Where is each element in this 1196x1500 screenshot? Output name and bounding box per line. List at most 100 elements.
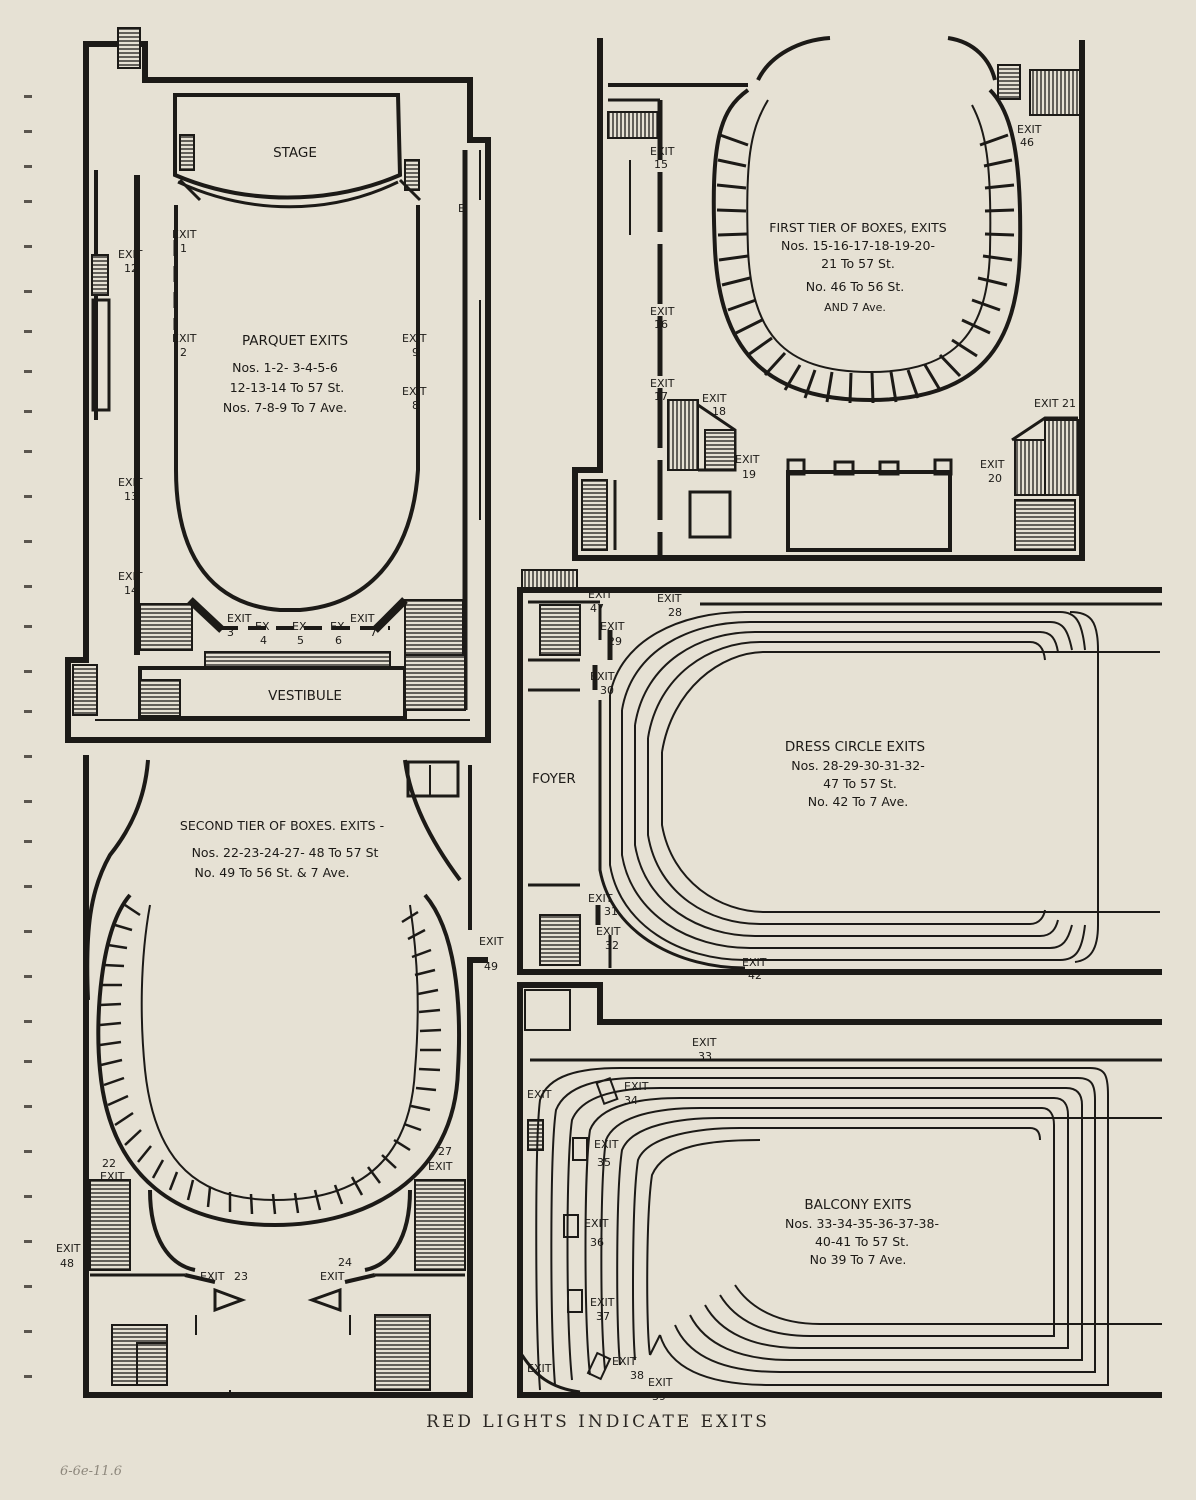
balcony-exit-bottom-label: EXIT — [527, 1362, 552, 1375]
exit-27-number: 27 — [438, 1145, 452, 1158]
exit-37-number: 37 — [596, 1310, 610, 1323]
exit-49-number: 49 — [484, 960, 498, 973]
exit-12-label: EXIT — [118, 248, 143, 261]
exit-31-label: EXIT — [588, 892, 613, 905]
dress-circle-plan — [517, 569, 1162, 975]
exit-15-number: 15 — [654, 158, 668, 171]
exit-37-label: EXIT — [590, 1296, 615, 1309]
parquet-line-2: 12-13-14 To 57 St. — [230, 380, 345, 395]
exit-47-label: EXIT — [588, 588, 613, 601]
first-tier-plan — [572, 36, 1085, 561]
exit-1-number: 1 — [180, 242, 187, 255]
exit-27-label: EXIT — [428, 1160, 453, 1173]
exit-13-label: EXIT — [118, 476, 143, 489]
parquet-title: PARQUET EXITS — [242, 333, 348, 349]
foyer-label: FOYER — [532, 771, 576, 787]
exit-32-label: EXIT — [596, 925, 621, 938]
exit-24-number: 24 — [338, 1256, 352, 1269]
first-tier-box-ticks — [716, 133, 1015, 404]
exit-22-label: EXIT — [100, 1170, 125, 1183]
exit-4-label: EX — [255, 620, 270, 633]
exit-46-label: EXIT — [1017, 123, 1042, 136]
exit-36-label: EXIT — [584, 1217, 609, 1230]
exit-35-label: EXIT — [594, 1138, 619, 1151]
exit-4-number: 4 — [260, 634, 267, 647]
vestibule-label: VESTIBULE — [268, 688, 342, 704]
exit-8-label: EXIT — [402, 385, 427, 398]
second-tier-labels: SECOND TIER OF BOXES. EXITS - Nos. 22-23… — [56, 818, 504, 1283]
exit-3-label: EXIT — [227, 612, 252, 625]
parquet-line-3: Nos. 7-8-9 To 7 Ave. — [223, 400, 347, 415]
exit-6-label: EX — [330, 620, 345, 633]
exit-32-number: 32 — [605, 939, 619, 952]
balcony-plan — [517, 982, 1162, 1398]
second-tier-box-ticks — [99, 903, 442, 1215]
exit-33-number: 33 — [698, 1050, 712, 1063]
exit-1-label: EXIT — [172, 228, 197, 241]
e-marker: E — [458, 202, 465, 215]
exit-42-number: 42 — [748, 969, 762, 982]
dress-circle-title: DRESS CIRCLE EXITS — [785, 739, 925, 755]
exit-29-number: 29 — [608, 635, 622, 648]
balcony-title: BALCONY EXITS — [804, 1197, 911, 1213]
exit-34-label: EXIT — [624, 1080, 649, 1093]
exit-31-number: 31 — [604, 905, 618, 918]
stage-label: STAGE — [273, 145, 317, 161]
exit-47-number: 47 — [590, 602, 604, 615]
exit-18-number: 18 — [712, 405, 726, 418]
parquet-labels: STAGE VESTIBULE PARQUET EXITS Nos. 1-2- … — [118, 145, 465, 704]
dress-circle-line-2: 47 To 57 St. — [823, 776, 897, 791]
first-tier-line-1: Nos. 15-16-17-18-19-20- — [781, 238, 935, 253]
exit-5-number: 5 — [297, 634, 304, 647]
balcony-labels: BALCONY EXITS Nos. 33-34-35-36-37-38- 40… — [527, 1036, 939, 1403]
exit-33-label: EXIT — [692, 1036, 717, 1049]
pencil-catalog-note: 6-6e-11.6 — [60, 1464, 122, 1479]
balcony-line-1: Nos. 33-34-35-36-37-38- — [785, 1216, 939, 1231]
exit-46-number: 46 — [1020, 136, 1034, 149]
exit-39-number: 39 — [652, 1390, 666, 1403]
exit-38-label: EXIT — [612, 1355, 637, 1368]
exit-2-number: 2 — [180, 346, 187, 359]
balcony-exit-top-label: EXIT — [527, 1088, 552, 1101]
exit-14-number: 14 — [124, 584, 138, 597]
exit-5-label: EX — [292, 620, 307, 633]
exit-21-label: EXIT — [1034, 397, 1059, 410]
exit-9-label: EXIT — [402, 332, 427, 345]
exit-15-label: EXIT — [650, 145, 675, 158]
balcony-line-3: No 39 To 7 Ave. — [810, 1252, 907, 1267]
exit-8-number: 8 — [412, 399, 419, 412]
exit-17-label: EXIT — [650, 377, 675, 390]
balcony-line-2: 40-41 To 57 St. — [815, 1234, 909, 1249]
exit-35-number: 35 — [597, 1156, 611, 1169]
exit-23-number: 23 — [234, 1270, 248, 1283]
first-tier-title: FIRST TIER OF BOXES, EXITS — [769, 220, 947, 235]
exit-39-label: EXIT — [648, 1376, 673, 1389]
second-tier-line-2: No. 49 To 56 St. & 7 Ave. — [195, 865, 350, 880]
exit-28-number: 28 — [668, 606, 682, 619]
exit-9-number: 9 — [412, 346, 419, 359]
exit-7-number: 7 — [370, 626, 377, 639]
parquet-line-1: Nos. 1-2- 3-4-5-6 — [232, 360, 338, 375]
exit-3-number: 3 — [227, 626, 234, 639]
first-tier-line-3: No. 46 To 56 St. — [806, 279, 904, 294]
exit-6-number: 6 — [335, 634, 342, 647]
exit-24-label: EXIT — [320, 1270, 345, 1283]
first-tier-line-2: 21 To 57 St. — [821, 256, 895, 271]
exit-14-label: EXIT — [118, 570, 143, 583]
exit-30-number: 30 — [600, 684, 614, 697]
exit-7-label: EXIT — [350, 612, 375, 625]
second-tier-title: SECOND TIER OF BOXES. EXITS - — [180, 818, 384, 833]
exit-20-label: EXIT — [980, 458, 1005, 471]
dress-circle-labels: FOYER DRESS CIRCLE EXITS Nos. 28-29-30-3… — [532, 588, 925, 982]
exit-30-label: EXIT — [590, 670, 615, 683]
exit-29-label: EXIT — [600, 620, 625, 633]
exit-17-number: 17 — [654, 390, 668, 403]
exit-16-number: 16 — [654, 318, 668, 331]
exit-2-label: EXIT — [172, 332, 197, 345]
second-tier-plan — [83, 755, 488, 1398]
exit-48-label: EXIT — [56, 1242, 81, 1255]
exit-36-number: 36 — [590, 1236, 604, 1249]
exit-22-number: 22 — [102, 1157, 116, 1170]
parquet-plan — [65, 27, 491, 743]
